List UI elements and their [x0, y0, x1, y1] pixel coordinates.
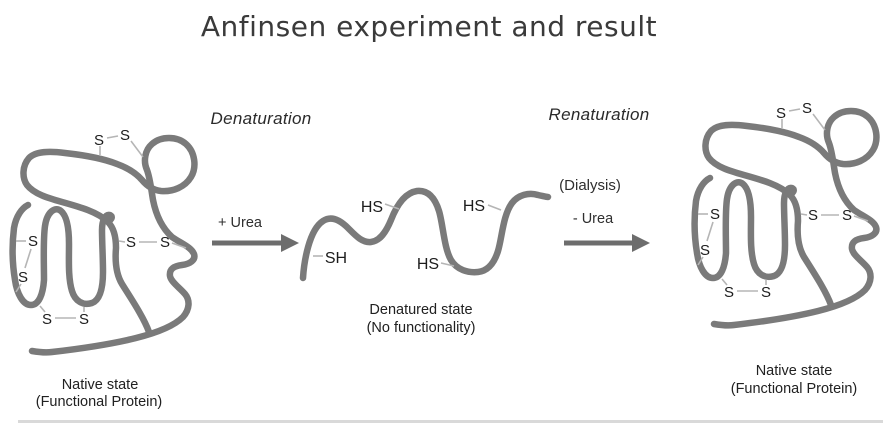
s-label: S — [160, 234, 170, 251]
minus-urea-label: - Urea — [572, 211, 614, 227]
denatured-protein-curve — [299, 187, 552, 282]
page-title: Anfinsen experiment and result — [200, 10, 658, 43]
s-label: S — [700, 242, 710, 259]
s-label: S — [802, 100, 812, 117]
denaturation-arrow — [212, 234, 299, 252]
s-label: S — [808, 207, 818, 224]
plus-urea-label: + Urea — [218, 215, 262, 231]
thiol-tick-hs3 — [487, 204, 502, 211]
bottom-edge-bar — [18, 420, 883, 423]
s-label: S — [842, 207, 852, 224]
denaturation-arrow-head — [281, 234, 299, 252]
s-label: S — [120, 127, 130, 144]
native-right-caption-line1: Native state — [755, 363, 833, 379]
denatured-caption-line2: (No functionality) — [366, 320, 476, 336]
native-right-caption-line2: (Functional Protein) — [730, 381, 858, 397]
s-label: S — [28, 233, 38, 250]
denatured-caption-line1: Denatured state — [369, 302, 473, 318]
s-label: S — [94, 132, 104, 149]
thiol-label-hs1: HS — [361, 199, 383, 216]
s-label: S — [761, 284, 771, 301]
s-label: S — [776, 105, 786, 122]
dialysis-label: (Dialysis) — [559, 177, 621, 194]
denaturation-label: Denaturation — [210, 109, 312, 128]
thiol-tick-hs2 — [440, 262, 455, 267]
thiol-tick-hs1 — [384, 203, 400, 210]
thiol-label-sh: SH — [325, 250, 347, 267]
s-label: S — [710, 206, 720, 223]
s-label: S — [79, 311, 89, 328]
s-label: S — [42, 311, 52, 328]
native-left-caption-line2: (Functional Protein) — [35, 394, 163, 410]
thiol-label-hs2: HS — [417, 256, 439, 273]
renaturation-arrow — [564, 234, 650, 252]
s-label: S — [126, 234, 136, 251]
native-left-caption-line1: Native state — [61, 377, 139, 393]
thiol-label-hs3: HS — [463, 198, 485, 215]
s-label: S — [18, 269, 28, 286]
renaturation-arrow-head — [632, 234, 650, 252]
s-label: S — [724, 284, 734, 301]
renaturation-label: Renaturation — [548, 105, 650, 124]
